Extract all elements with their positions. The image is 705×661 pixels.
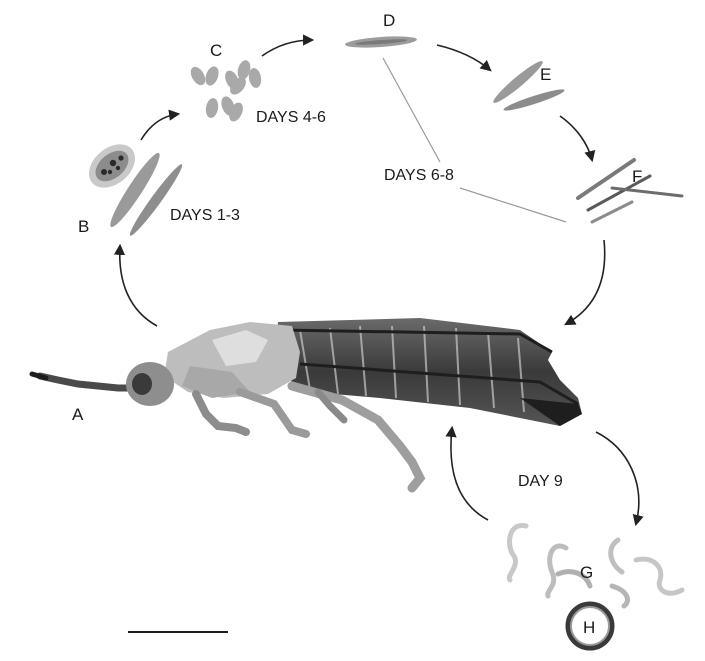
- stage-f-organisms: [578, 160, 682, 222]
- label-g: G: [580, 563, 593, 582]
- days-6-8-leaders: [383, 58, 566, 222]
- arrow-d-to-e: [437, 45, 490, 70]
- label-a: A: [72, 405, 84, 424]
- arrow-c-to-d: [262, 40, 312, 56]
- days-6-8-label: DAYS 6-8: [384, 167, 454, 184]
- days-1-3-label: DAYS 1-3: [170, 207, 240, 224]
- label-c: C: [210, 41, 222, 60]
- arrow-g-to-a: [451, 428, 488, 520]
- stage-d-organism: [345, 35, 418, 50]
- stage-c-organisms: [188, 59, 263, 124]
- arrow-a-to-b: [120, 246, 157, 326]
- label-d: D: [383, 11, 395, 30]
- arrow-e-to-f: [560, 116, 592, 160]
- cycle-arrows: [120, 40, 639, 524]
- days-4-6-label: DAYS 4-6: [256, 109, 326, 126]
- beetle-host: [32, 318, 582, 488]
- label-b: B: [78, 217, 89, 236]
- day-9-label: DAY 9: [518, 473, 563, 490]
- label-e: E: [540, 65, 551, 84]
- stage-e-organisms: [490, 58, 565, 114]
- arrow-f-to-a: [566, 240, 605, 324]
- label-f: F: [632, 167, 642, 186]
- stage-g-organisms: [509, 526, 682, 606]
- arrow-b-to-c: [141, 114, 178, 140]
- label-h: H: [583, 618, 595, 637]
- arrow-a-to-g: [596, 432, 639, 524]
